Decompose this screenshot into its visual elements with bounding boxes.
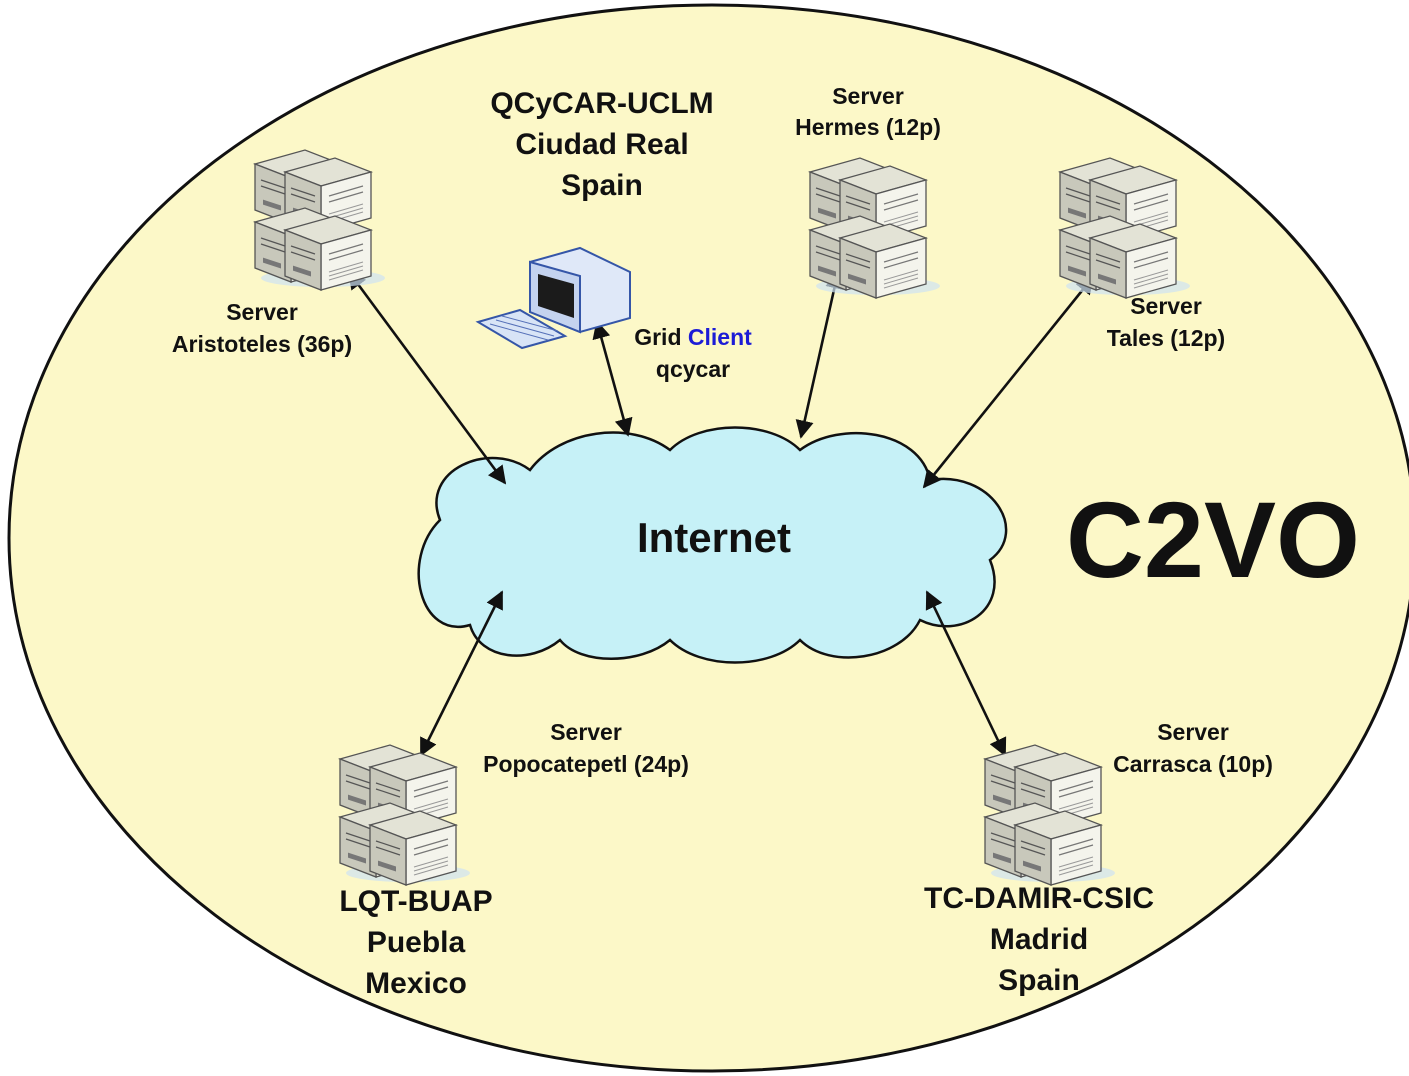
server-carrasca-line-2: Carrasca (10p): [1113, 751, 1273, 777]
server-carrasca-icon: [985, 745, 1115, 885]
connections: [347, 270, 1095, 757]
server-popocatepetl-line-2: Popocatepetl (24p): [483, 751, 689, 777]
carrasca-site-line-2: Madrid: [990, 923, 1088, 956]
carrasca-site-label: TC-DAMIR-CSIC Madrid Spain: [924, 882, 1154, 997]
popocatepetl-site-label: LQT-BUAP Puebla Mexico: [339, 885, 492, 1000]
server-aristoteles-line-1: Server: [226, 299, 298, 325]
server-aristoteles-line-2: Aristoteles (36p): [172, 331, 352, 357]
carrasca-site-line-1: TC-DAMIR-CSIC: [924, 882, 1154, 915]
client-site-line-1: QCyCAR-UCLM: [490, 87, 713, 120]
grid-client-prefix: Grid: [634, 324, 681, 350]
grid-client-line-1: Grid Client: [634, 324, 752, 350]
server-popocatepetl-icon: [340, 745, 470, 885]
arrow-popocatepetl: [419, 590, 504, 757]
arrow-hermes: [795, 270, 844, 439]
popocatepetl-site-line-3: Mexico: [365, 967, 467, 1000]
server-carrasca-label: Server Carrasca (10p): [1113, 719, 1273, 777]
client-site-line-3: Spain: [561, 169, 643, 202]
grid-client-line-2: qcycar: [656, 356, 730, 382]
server-popocatepetl-label: Server Popocatepetl (24p): [483, 719, 689, 777]
grid-client-highlight: Client: [688, 324, 752, 350]
server-aristoteles-icon: [255, 150, 385, 290]
carrasca-site-line-3: Spain: [998, 964, 1080, 997]
server-tales-label: Server Tales (12p): [1107, 293, 1225, 351]
server-tales-line-1: Server: [1130, 293, 1202, 319]
grid-client-label: Grid Client qcycar: [634, 324, 752, 382]
popocatepetl-site-line-2: Puebla: [367, 926, 466, 959]
server-hermes-label: Server Hermes (12p): [795, 83, 941, 140]
client-site-line-2: Ciudad Real: [515, 128, 688, 161]
arrow-tales: [922, 275, 1095, 489]
arrow-client: [592, 320, 633, 437]
server-tales-icon: [1060, 158, 1190, 298]
server-hermes-line-2: Hermes (12p): [795, 114, 941, 140]
vo-title: C2VO: [1066, 479, 1360, 600]
server-carrasca-line-1: Server: [1157, 719, 1229, 745]
popocatepetl-site-line-1: LQT-BUAP: [339, 885, 492, 918]
arrow-carrasca: [925, 590, 1007, 757]
server-hermes-line-1: Server: [832, 83, 904, 109]
server-aristoteles-label: Server Aristoteles (36p): [172, 299, 352, 357]
server-hermes-icon: [810, 158, 940, 298]
arrow-aristoteles: [347, 270, 507, 485]
server-popocatepetl-line-1: Server: [550, 719, 622, 745]
server-tales-line-2: Tales (12p): [1107, 325, 1225, 351]
internet-label: Internet: [637, 514, 791, 561]
client-site-label: QCyCAR-UCLM Ciudad Real Spain: [490, 87, 713, 202]
grid-client-computer-icon: [475, 246, 631, 350]
